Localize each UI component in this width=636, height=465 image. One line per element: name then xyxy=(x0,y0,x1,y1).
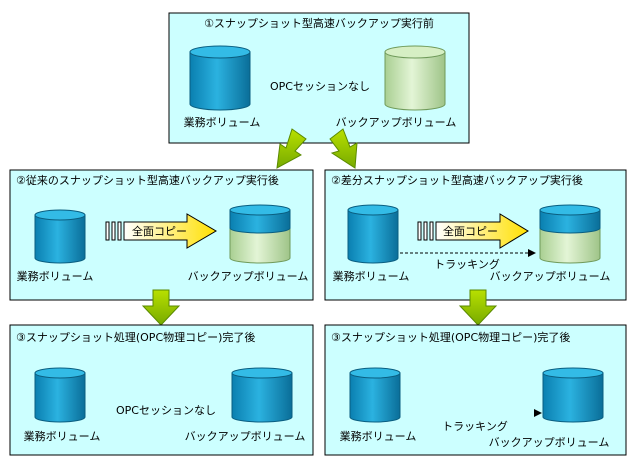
copy-label: 全面コピー xyxy=(132,224,187,238)
panel-conventional-after: ②従来のスナップショット型高速バックアップ実行後 業務ボリューム 全面コピー バ… xyxy=(9,169,314,301)
flow-arrow-right-icon xyxy=(329,128,358,169)
source-volume-label: 業務ボリューム xyxy=(340,429,417,443)
copy-stripes-icon xyxy=(417,221,434,241)
full-copy-arrow-icon xyxy=(123,213,217,249)
backup-volume-cylinder xyxy=(542,367,604,423)
full-copy-arrow-icon xyxy=(435,213,529,249)
session-status-text: OPCセッションなし xyxy=(116,404,216,417)
backup-volume-label: バックアップボリューム xyxy=(188,270,309,283)
tracking-arrow-icon xyxy=(400,249,536,257)
backup-volume-cylinder xyxy=(539,204,601,264)
panel-differential-complete: ③スナップショット処理(OPC物理コピー)完了後 業務ボリューム トラッキング … xyxy=(324,324,627,456)
panel-title: ②差分スナップショット型高速バックアップ実行後 xyxy=(331,173,583,187)
flow-arrow-left-icon xyxy=(276,128,307,169)
copy-stripes-icon xyxy=(105,221,122,241)
source-volume-label: 業務ボリューム xyxy=(333,269,410,283)
session-status-text: OPCセッションなし xyxy=(270,80,370,93)
panel-title: ③スナップショット処理(OPC物理コピー)完了後 xyxy=(331,330,570,344)
backup-volume-label: バックアップボリューム xyxy=(489,436,610,449)
backup-volume-cylinder xyxy=(231,367,293,423)
backup-volume-label: バックアップボリューム xyxy=(490,270,611,283)
copy-label: 全面コピー xyxy=(443,224,498,238)
panel-differential-after: ②差分スナップショット型高速バックアップ実行後 業務ボリューム 全面コピー トラ… xyxy=(324,169,627,301)
panel-title: ①スナップショット型高速バックアップ実行前 xyxy=(204,16,434,30)
source-volume-label: 業務ボリューム xyxy=(17,269,94,283)
panel-before-backup: ①スナップショット型高速バックアップ実行前 業務ボリューム OPCセッションなし… xyxy=(168,12,470,144)
source-volume-cylinder xyxy=(349,367,401,423)
source-volume-cylinder xyxy=(347,204,399,264)
source-volume-cylinder xyxy=(34,367,86,423)
tracking-arrow-icon xyxy=(534,409,542,417)
panel-title: ②従来のスナップショット型高速バックアップ実行後 xyxy=(16,173,279,187)
source-volume-label: 業務ボリューム xyxy=(184,115,261,129)
tracking-label: トラッキング xyxy=(434,257,500,271)
backup-volume-label: バックアップボリューム xyxy=(185,430,306,443)
tracking-label: トラッキング xyxy=(442,419,508,433)
flow-arrow-down-right-icon xyxy=(458,289,498,326)
source-volume-cylinder xyxy=(189,45,251,111)
panel-title: ③スナップショット処理(OPC物理コピー)完了後 xyxy=(16,330,255,344)
source-volume-cylinder xyxy=(34,209,86,264)
panel-conventional-complete: ③スナップショット処理(OPC物理コピー)完了後 業務ボリューム OPCセッショ… xyxy=(9,324,314,456)
source-volume-label: 業務ボリューム xyxy=(24,429,101,443)
backup-volume-label: バックアップボリューム xyxy=(336,116,457,129)
backup-volume-cylinder xyxy=(384,45,446,111)
backup-volume-cylinder xyxy=(229,204,291,264)
flow-arrow-down-left-icon xyxy=(141,289,181,326)
